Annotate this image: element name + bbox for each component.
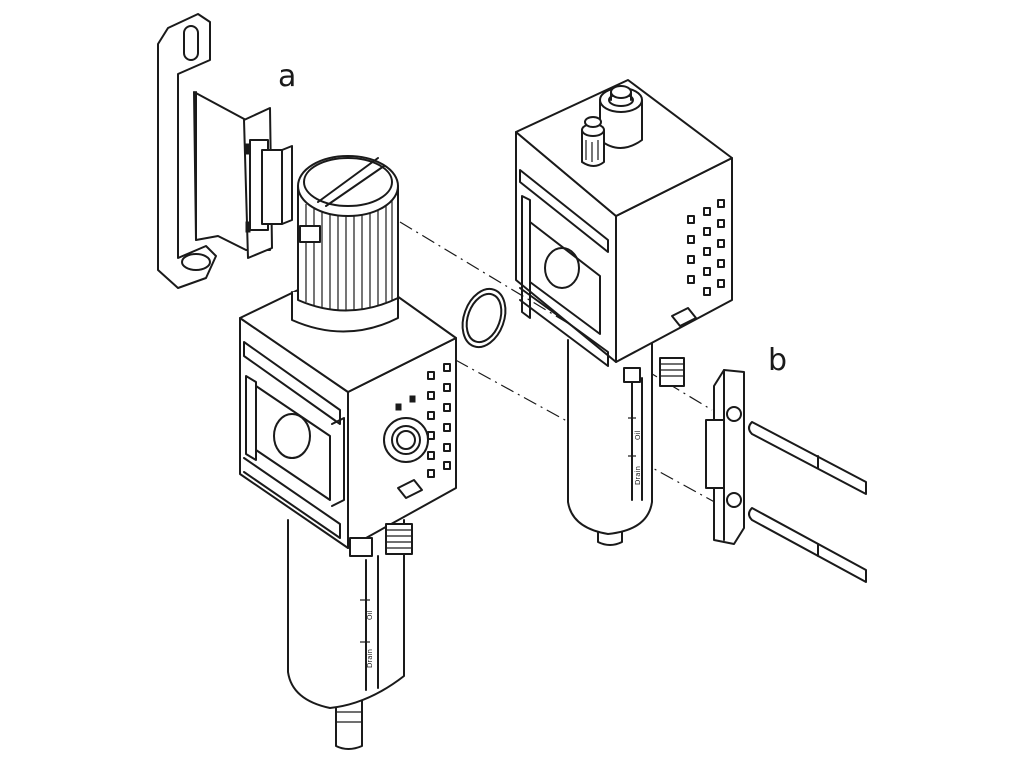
- o-ring-seal: [461, 287, 507, 349]
- lubricator-bowl-drain-label: Drain: [634, 466, 642, 485]
- alignment-lines: [399, 221, 721, 506]
- callout-a: a: [278, 59, 296, 94]
- connecting-bracket-b: [705, 369, 867, 583]
- lubricator-vent-holes: [687, 199, 725, 296]
- lubricator-unit: Oil Drain: [515, 79, 733, 546]
- mounting-bracket-a: [157, 13, 293, 289]
- regulator-vent-holes: [395, 363, 451, 478]
- callout-b: b: [768, 343, 787, 378]
- filter-bowl-drain-label: Drain: [366, 649, 374, 668]
- filter-regulator-unit: Oil Drain: [239, 155, 457, 750]
- lubricator-bowl-oil-label: Oil: [634, 431, 642, 440]
- filter-bowl-oil-label: Oil: [366, 611, 374, 620]
